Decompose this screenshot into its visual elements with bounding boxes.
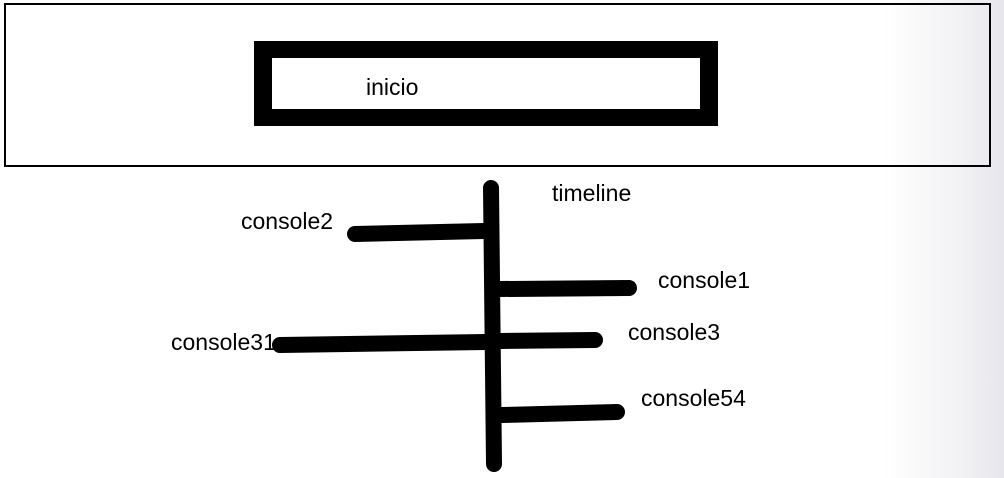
branch-console2 — [347, 223, 492, 242]
branch-label-console31: console31 — [171, 329, 276, 355]
branch-label-console54: console54 — [641, 385, 746, 411]
timeline-title: timeline — [552, 180, 632, 206]
branch-console1 — [492, 280, 637, 297]
start-node-label: inicio — [366, 74, 419, 100]
timeline-axis — [483, 180, 502, 472]
start-node — [254, 41, 718, 126]
branch-label-console1: console1 — [658, 267, 751, 293]
branch-console54 — [494, 404, 625, 423]
branch-console31 — [272, 334, 494, 353]
branch-console3 — [492, 332, 603, 349]
header-frame — [4, 3, 991, 167]
branch-label-console2: console2 — [241, 208, 334, 234]
branch-label-console3: console3 — [628, 319, 721, 345]
